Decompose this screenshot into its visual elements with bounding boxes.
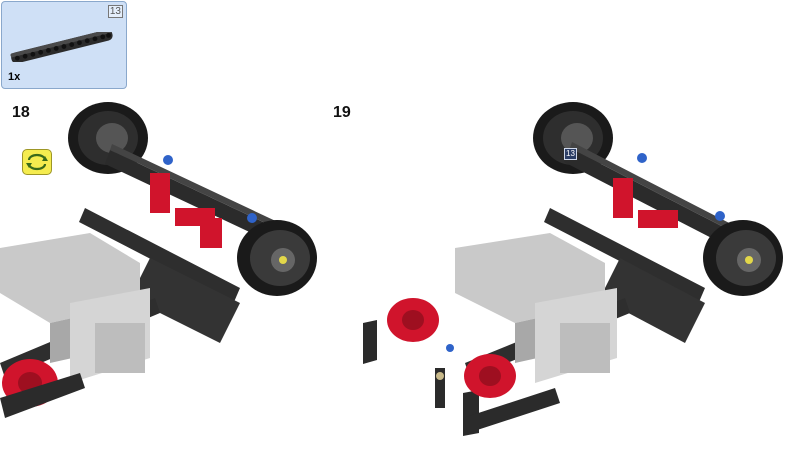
step-18-model-illustration — [0, 102, 317, 418]
parts-callout: 13 1x — [1, 1, 127, 89]
beam-13-highlight-label: 13 — [564, 148, 577, 160]
part-quantity: 1x — [8, 71, 21, 83]
rotate-model-icon — [22, 149, 52, 175]
step-19-model-illustration — [363, 102, 783, 436]
large-motors — [455, 233, 617, 383]
connector-pins — [435, 344, 454, 408]
rear-wheel-front — [237, 220, 317, 296]
red-hub-right — [463, 354, 560, 436]
red-hub-front — [0, 359, 85, 418]
red-hub-left — [363, 298, 439, 364]
step-number-19: 19 — [333, 104, 351, 121]
top-beam — [105, 144, 282, 244]
technic-beam-icon — [10, 32, 113, 62]
top-beam-13 — [564, 142, 737, 247]
large-motors — [0, 233, 150, 383]
rear-wheel-front — [703, 220, 783, 296]
step-number-18: 18 — [12, 104, 30, 121]
beam-length-label: 13 — [107, 5, 123, 18]
